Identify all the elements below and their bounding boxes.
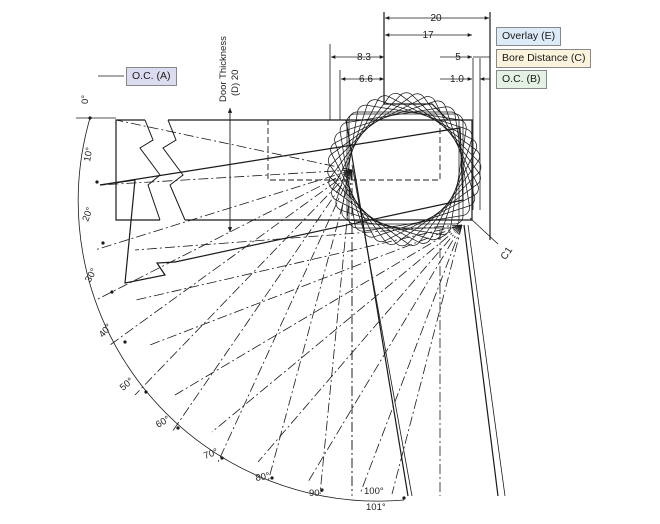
angle-label-10: 10°	[82, 146, 95, 162]
swing-outline	[339, 106, 470, 232]
frame-outline-left	[115, 119, 160, 221]
angle-tick	[320, 488, 324, 492]
angle-radial-line-outer	[134, 224, 463, 251]
swing-outline	[341, 104, 467, 235]
left-offset-2-value: 6.6	[359, 74, 373, 85]
angle-tick	[220, 456, 224, 460]
angle-tick	[402, 496, 406, 500]
angle-radial-line	[94, 169, 353, 251]
swing-outline	[328, 92, 480, 246]
swing-position	[328, 92, 480, 246]
left-offset-value: 8.3	[357, 52, 371, 63]
angle-label-80: 80°	[255, 471, 271, 484]
angle-radial-line	[95, 169, 353, 301]
bore-value: 5	[455, 52, 461, 63]
door-101-left-edge	[351, 164, 413, 497]
angle-tick	[144, 390, 148, 394]
swing-outline	[334, 100, 476, 238]
angle-label-90: 90°	[309, 488, 324, 499]
c1-leader	[469, 217, 499, 245]
angle-tick	[101, 241, 105, 245]
door-tilted-break	[99, 179, 176, 284]
legend-oc-a: O.C. (A)	[126, 67, 177, 86]
legend-overlay: Overlay (E)	[496, 27, 562, 46]
swing-position	[339, 106, 470, 232]
angle-radial-line	[319, 169, 353, 495]
door-100-left-edge	[345, 119, 409, 497]
oc-b-value: 1.0	[450, 74, 464, 85]
angle-radial-line	[109, 169, 353, 346]
angle-radial-line-outer	[211, 224, 463, 433]
swing-outline	[327, 93, 481, 245]
angle-label-40: 40°	[97, 322, 115, 340]
swing-position	[331, 95, 478, 244]
door-open-100deg	[345, 119, 506, 497]
angle-label-0: 0°	[80, 95, 91, 104]
angle-radial-lines	[94, 119, 463, 496]
angle-radial-line-outer	[135, 224, 463, 301]
overlay-door-box	[383, 12, 449, 121]
swing-outline	[331, 95, 478, 244]
angle-label-50: 50°	[118, 376, 136, 394]
angle-tick	[123, 340, 127, 344]
angle-tick	[95, 180, 99, 184]
swing-position	[341, 104, 467, 235]
angle-label-101: 101°	[366, 502, 386, 513]
angle-radial-line-outer	[149, 224, 463, 346]
corner-label: C1	[499, 245, 516, 262]
angle-radial-line	[171, 169, 353, 433]
overlay-width-value: 20	[430, 13, 442, 24]
swing-outline	[330, 96, 479, 243]
angle-label-100: 100°	[364, 486, 384, 497]
door-open-10deg	[99, 127, 464, 284]
swing-position	[327, 93, 481, 245]
cabinet-frame	[115, 119, 473, 221]
angle-ticks	[88, 116, 406, 500]
legend-oc-b: O.C. (B)	[496, 70, 547, 89]
angle-tick	[270, 476, 274, 480]
hinge-cup-area	[267, 119, 441, 181]
angle-label-30: 30°	[83, 266, 100, 284]
swing-position	[334, 100, 476, 238]
angle-tick	[176, 426, 180, 430]
angle-radial-line	[134, 169, 353, 396]
swing-position	[327, 92, 482, 247]
door-thickness-value: (D) 20	[230, 70, 241, 96]
door-101-right-edge	[467, 224, 506, 497]
legend-bore-distance: Bore Distance (C)	[496, 49, 592, 68]
door-thickness-label: Door Thickness	[218, 36, 229, 102]
angle-tick	[110, 290, 114, 294]
angle-label-20: 20°	[80, 206, 95, 223]
top-dimensions	[98, 16, 499, 245]
swing-outline	[327, 92, 482, 247]
swing-position	[330, 96, 479, 243]
door-tilted-outline	[99, 127, 464, 263]
angle-radial-line	[115, 119, 353, 171]
frame-outline-right	[168, 119, 473, 221]
door-100-right-edge	[463, 224, 499, 497]
inner-width-value: 17	[422, 30, 434, 41]
angle-radial-line-outer	[391, 224, 463, 495]
angle-label-70: 70°	[202, 447, 219, 462]
angle-radial-line	[99, 169, 353, 186]
angle-radial-line-outer	[257, 224, 463, 463]
frame-break-left	[139, 119, 161, 221]
frame-break-right	[162, 119, 186, 221]
angle-tick	[88, 116, 92, 120]
angle-radial-line-outer	[174, 224, 463, 396]
angle-radial-line-outer	[359, 224, 463, 495]
